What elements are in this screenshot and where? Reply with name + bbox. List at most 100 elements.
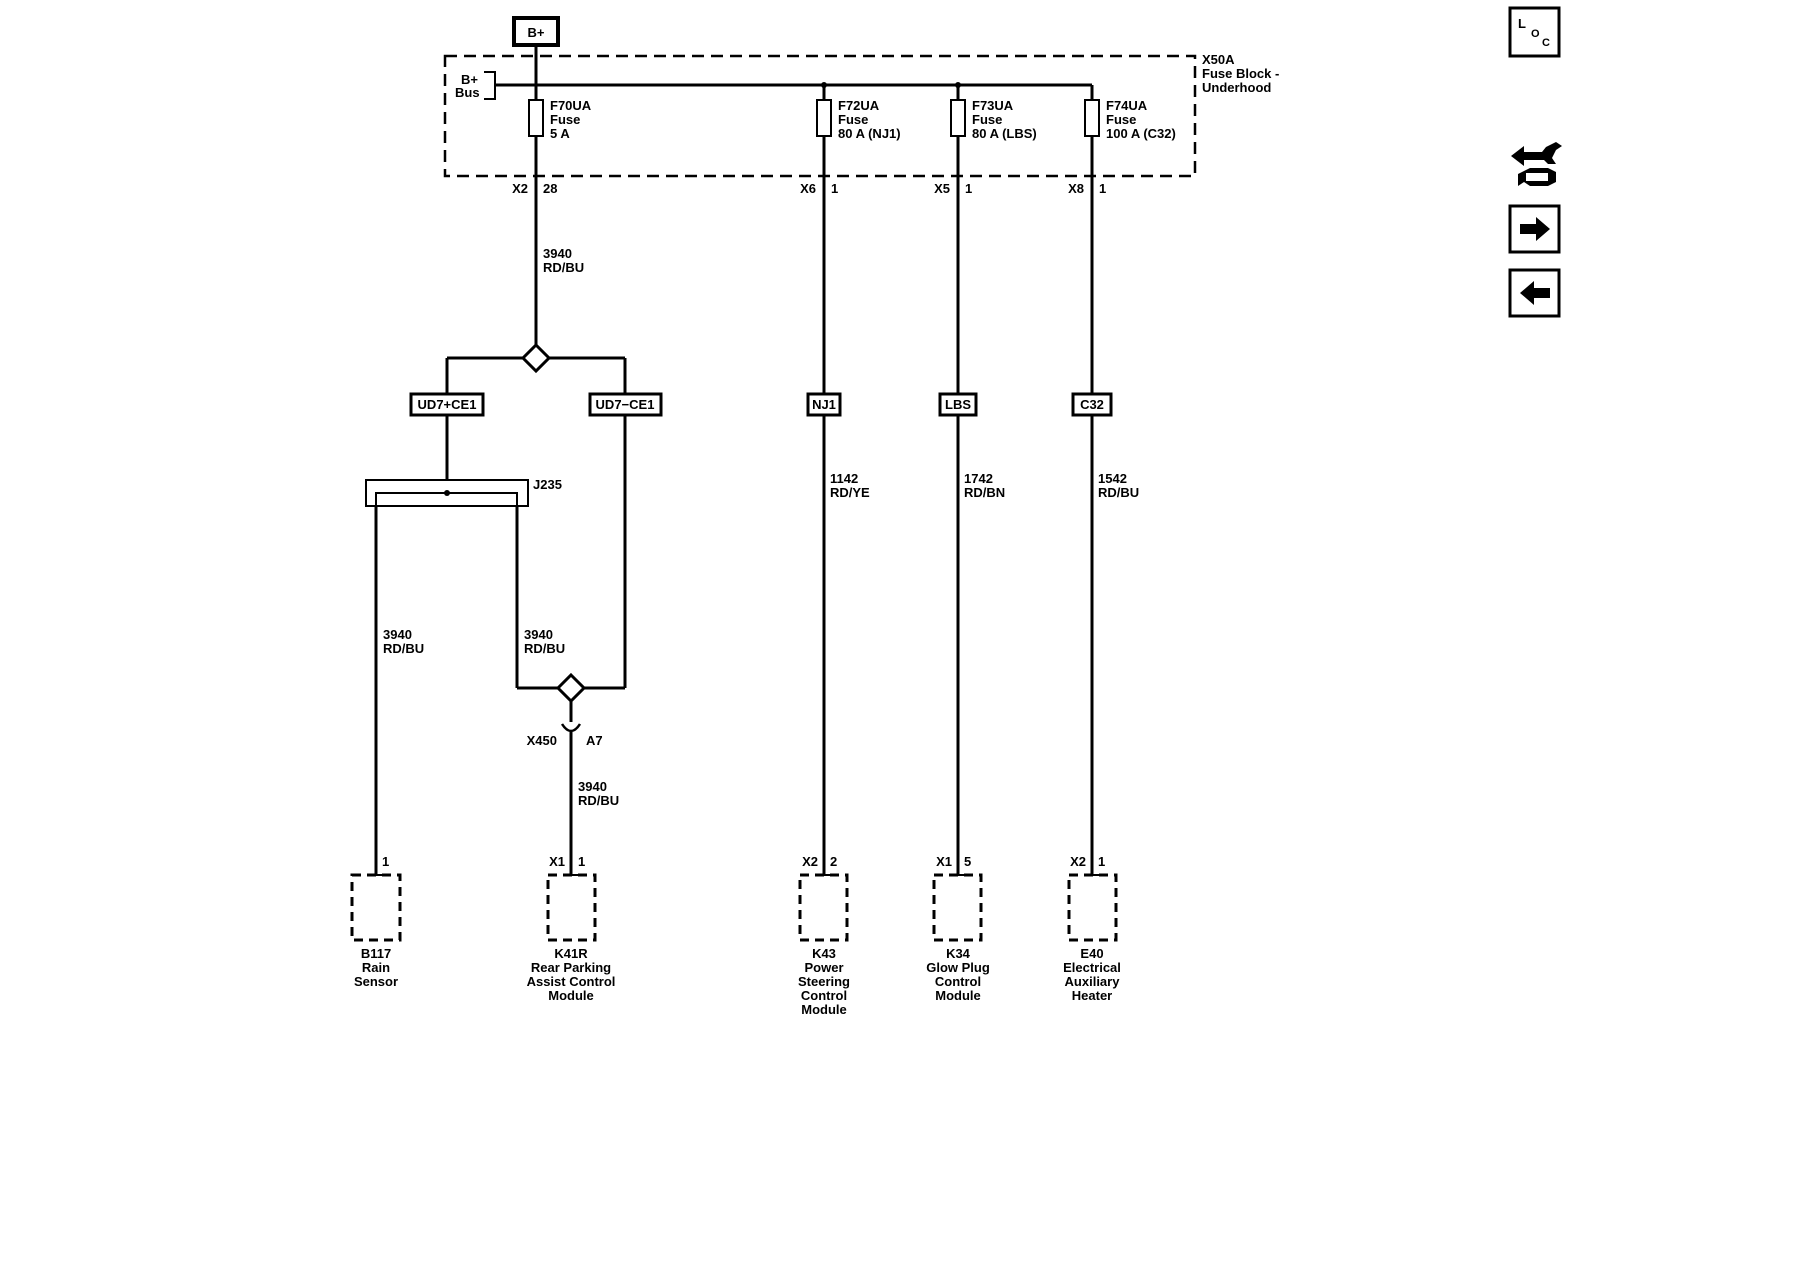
component-name: Rain [362, 960, 390, 975]
power-source-label: B+ [528, 25, 545, 40]
component-pin: 5 [964, 854, 971, 869]
option-box: UD7−CE1 [588, 392, 663, 417]
arrow-right-icon [1520, 217, 1550, 241]
fuse-connector: X2 [512, 181, 528, 196]
component-id: B117 [361, 946, 391, 961]
option-label: C32 [1080, 397, 1104, 412]
wire-circuit: 1742 [964, 471, 993, 486]
component-name: Assist Control [527, 974, 616, 989]
wire-circuit: 3940 [383, 627, 412, 642]
fuse-connector: X8 [1068, 181, 1084, 196]
component-pin: 2 [830, 854, 837, 869]
component-id: K43 [812, 946, 836, 961]
loc-letter-c: C [1542, 37, 1550, 49]
component-k34 [932, 873, 983, 942]
inline-connector-pin: A7 [586, 733, 603, 748]
option-box: C32 [1071, 392, 1113, 417]
option-box: UD7+CE1 [409, 392, 485, 417]
wiring-schematic: B+ X50A Fuse Block - Underhood B+ Bus F7… [350, 6, 1562, 1017]
splice-label: J235 [533, 477, 562, 492]
wire-circuit: 1142 [830, 471, 858, 486]
wire-color: RD/YE [830, 485, 870, 500]
wire-color: RD/BU [524, 641, 565, 656]
fuse-rating: 100 A (C32) [1106, 126, 1176, 141]
wire-circuit: 3940 [543, 246, 572, 261]
fuse-pin: 1 [1099, 181, 1106, 196]
fuse-id: F74UA [1106, 98, 1148, 113]
fuse-rating: 5 A [550, 126, 570, 141]
option-merge-diamond [555, 672, 587, 704]
component-id: E40 [1080, 946, 1103, 961]
fuse-pin: 28 [543, 181, 557, 196]
previous-page-button[interactable] [1508, 268, 1561, 318]
component-k43 [798, 873, 849, 942]
loc-letter-o: O [1531, 28, 1540, 40]
fuse-type: Fuse [838, 112, 868, 127]
fuse-block-outline [443, 54, 1197, 178]
component-name: Glow Plug [926, 960, 990, 975]
component-name: Control [935, 974, 981, 989]
fuse-type: Fuse [550, 112, 580, 127]
fuse-symbol [528, 99, 544, 137]
option-label: UD7+CE1 [418, 397, 477, 412]
component-connector: X2 [1070, 854, 1086, 869]
component-name: Control [801, 988, 847, 1003]
option-box: LBS [938, 392, 978, 417]
bus-label-2: Bus [455, 85, 480, 100]
splice-pack [365, 479, 529, 507]
next-page-button[interactable] [1508, 204, 1561, 254]
option-box: NJ1 [806, 392, 842, 417]
option-label: NJ1 [812, 397, 836, 412]
fuse-symbol [1084, 99, 1100, 137]
component-name: Module [801, 1002, 847, 1017]
inline-connector-id: X450 [527, 733, 557, 748]
wire-color: RD/BU [1098, 485, 1139, 500]
component-name: Steering [798, 974, 850, 989]
component-pin: 1 [1098, 854, 1105, 869]
fuse-symbol [950, 99, 966, 137]
connector-swap-icon[interactable] [1511, 142, 1562, 186]
fuse-id: F72UA [838, 98, 880, 113]
loc-letter-l: L [1518, 16, 1526, 31]
option-label: LBS [945, 397, 971, 412]
component-name: Module [548, 988, 594, 1003]
fuse-type: Fuse [1106, 112, 1136, 127]
bus-label: B+ [461, 72, 478, 87]
component-pin: 1 [382, 854, 389, 869]
fuse-type: Fuse [972, 112, 1002, 127]
component-name: Auxiliary [1065, 974, 1121, 989]
component-name: Heater [1072, 988, 1112, 1003]
fuse-rating: 80 A (NJ1) [838, 126, 901, 141]
fuse-pin: 1 [965, 181, 972, 196]
fuse-block-id: X50A [1202, 52, 1235, 67]
arrow-left-icon [1520, 281, 1550, 305]
fuse-connector: X6 [800, 181, 816, 196]
fuse-block-name: Fuse Block - [1202, 66, 1279, 81]
component-name: Rear Parking [531, 960, 611, 975]
component-connector: X1 [936, 854, 952, 869]
component-k41r [546, 873, 597, 942]
fuse-block-name-2: Underhood [1202, 80, 1271, 95]
fuse-connector: X5 [934, 181, 950, 196]
component-e40 [1067, 873, 1118, 942]
fuse-symbol [816, 99, 832, 137]
wire-color: RD/BU [383, 641, 424, 656]
location-view-button[interactable]: L O C [1508, 6, 1561, 58]
component-name: Module [935, 988, 981, 1003]
component-b117 [350, 873, 402, 942]
component-pin: 1 [578, 854, 585, 869]
fuse-rating: 80 A (LBS) [972, 126, 1037, 141]
wire-color: RD/BN [964, 485, 1005, 500]
inline-connector [560, 723, 582, 733]
wire-circuit: 3940 [578, 779, 607, 794]
wire-color: RD/BU [543, 260, 584, 275]
component-name: Electrical [1063, 960, 1121, 975]
component-name: Power [804, 960, 843, 975]
component-id: K41R [554, 946, 588, 961]
component-id: K34 [946, 946, 971, 961]
wire-color: RD/BU [578, 793, 619, 808]
fuse-pin: 1 [831, 181, 838, 196]
component-connector: X1 [549, 854, 565, 869]
power-source: B+ [512, 16, 560, 47]
option-split-diamond [520, 342, 552, 374]
